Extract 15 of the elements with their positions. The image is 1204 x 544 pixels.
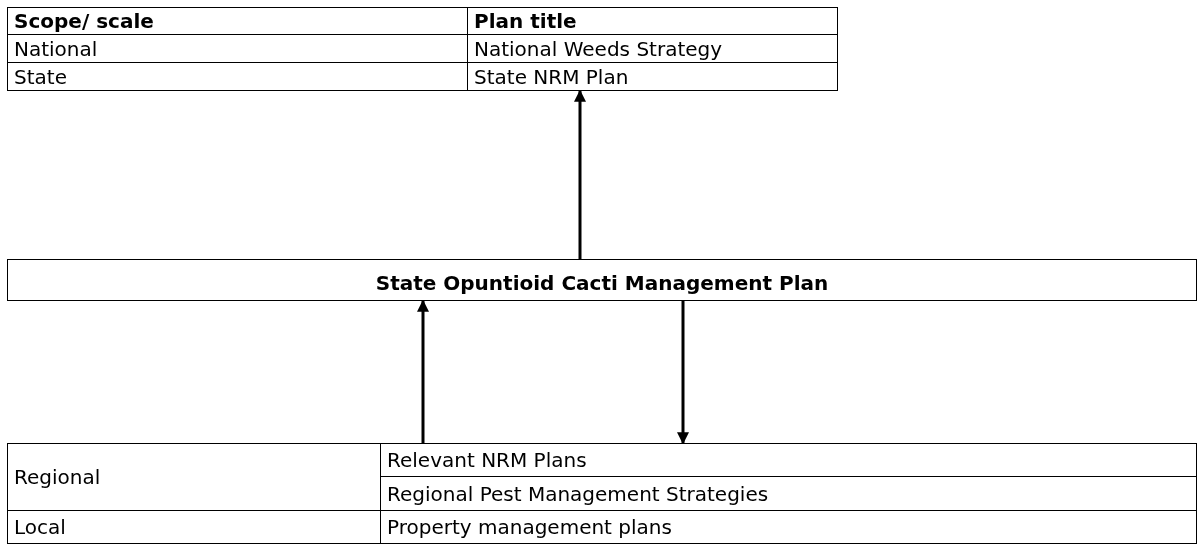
arrow <box>417 299 429 443</box>
plan-title: State Opuntioid Cacti Management Plan <box>375 270 829 296</box>
arrow <box>677 301 689 445</box>
arrow <box>574 89 586 259</box>
column-header: Scope/ scale <box>7 7 468 35</box>
plan-table <box>7 443 1197 544</box>
column-header: Plan title <box>467 7 838 35</box>
plan-box <box>7 259 1197 301</box>
table-cell: State NRM Plan <box>467 62 838 91</box>
table-cell: State <box>7 62 468 91</box>
table-cell: Relevant NRM Plans <box>380 443 1197 477</box>
plan-table <box>7 7 838 91</box>
table-cell: Regional <box>7 443 381 511</box>
table-cell: Property management plans <box>380 510 1197 544</box>
table-cell: Local <box>7 510 381 544</box>
